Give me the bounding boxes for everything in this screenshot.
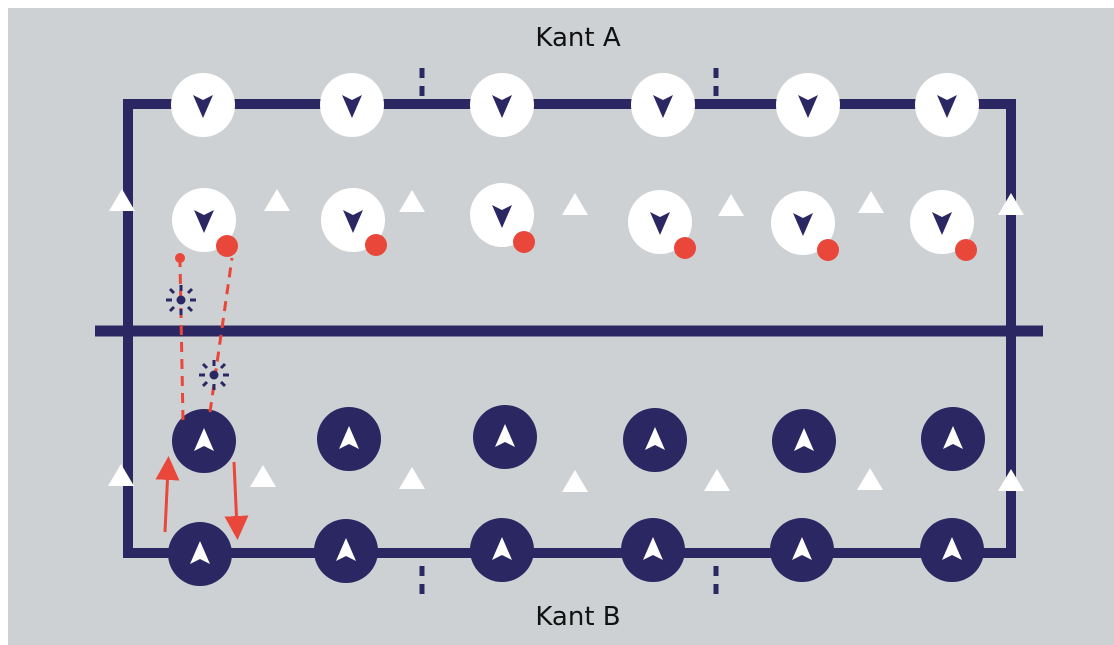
burst-marker-icon xyxy=(166,285,196,315)
cone-icon xyxy=(562,193,588,215)
white-player-icon xyxy=(910,190,974,254)
ball-icon xyxy=(513,231,535,253)
team-a-back-row xyxy=(171,73,979,137)
navy-player-icon xyxy=(623,408,687,472)
ball-icon xyxy=(674,237,696,259)
cone-icon xyxy=(264,189,290,211)
cones-top xyxy=(109,189,1024,216)
navy-player-icon xyxy=(921,407,985,471)
cones-bottom xyxy=(108,464,1024,492)
white-player-icon xyxy=(172,188,236,252)
navy-player-icon xyxy=(470,518,534,582)
white-player-icon xyxy=(320,73,384,137)
navy-player-icon xyxy=(621,518,685,582)
run-arrow-icon xyxy=(224,461,249,540)
white-player-icon xyxy=(631,73,695,137)
navy-player-icon xyxy=(317,407,381,471)
side-b-label: Kant B xyxy=(535,602,620,632)
team-b-back-row xyxy=(168,518,984,586)
cone-icon xyxy=(858,191,884,213)
white-player-icon xyxy=(171,73,235,137)
white-player-icon xyxy=(771,191,835,255)
white-player-icon xyxy=(776,73,840,137)
cone-icon xyxy=(704,469,730,491)
zone-markers xyxy=(419,68,719,594)
navy-player-icon xyxy=(772,409,836,473)
balls xyxy=(216,231,977,261)
run-arrows xyxy=(155,456,249,540)
side-a-label: Kant A xyxy=(535,23,620,53)
navy-player-icon xyxy=(770,518,834,582)
ball-icon xyxy=(216,235,238,257)
navy-player-icon xyxy=(314,519,378,583)
ball-icon xyxy=(365,234,387,256)
cone-icon xyxy=(998,469,1024,491)
navy-player-icon xyxy=(172,409,236,473)
white-player-icon xyxy=(470,73,534,137)
white-player-icon xyxy=(470,183,534,247)
cone-icon xyxy=(562,470,588,492)
cone-icon xyxy=(109,189,135,211)
cone-icon xyxy=(857,468,883,490)
cone-icon xyxy=(108,464,134,486)
white-player-icon xyxy=(628,190,692,254)
team-b-front-row xyxy=(172,405,985,473)
pass-line-icon xyxy=(178,261,185,421)
cone-icon xyxy=(399,467,425,489)
cone-icon xyxy=(399,190,425,212)
cone-icon xyxy=(998,193,1024,215)
cone-icon xyxy=(718,194,744,216)
white-player-icon xyxy=(321,188,385,252)
burst-marker-icon xyxy=(199,360,229,390)
team-a-front-row xyxy=(172,183,974,255)
navy-player-icon xyxy=(473,405,537,469)
white-player-icon xyxy=(915,73,979,137)
ball-icon xyxy=(955,239,977,261)
navy-player-icon xyxy=(920,518,984,582)
navy-player-icon xyxy=(168,522,232,586)
pass-origin-dot xyxy=(175,253,185,263)
ball-icon xyxy=(817,239,839,261)
cone-icon xyxy=(250,465,276,487)
run-arrow-icon xyxy=(155,456,180,533)
